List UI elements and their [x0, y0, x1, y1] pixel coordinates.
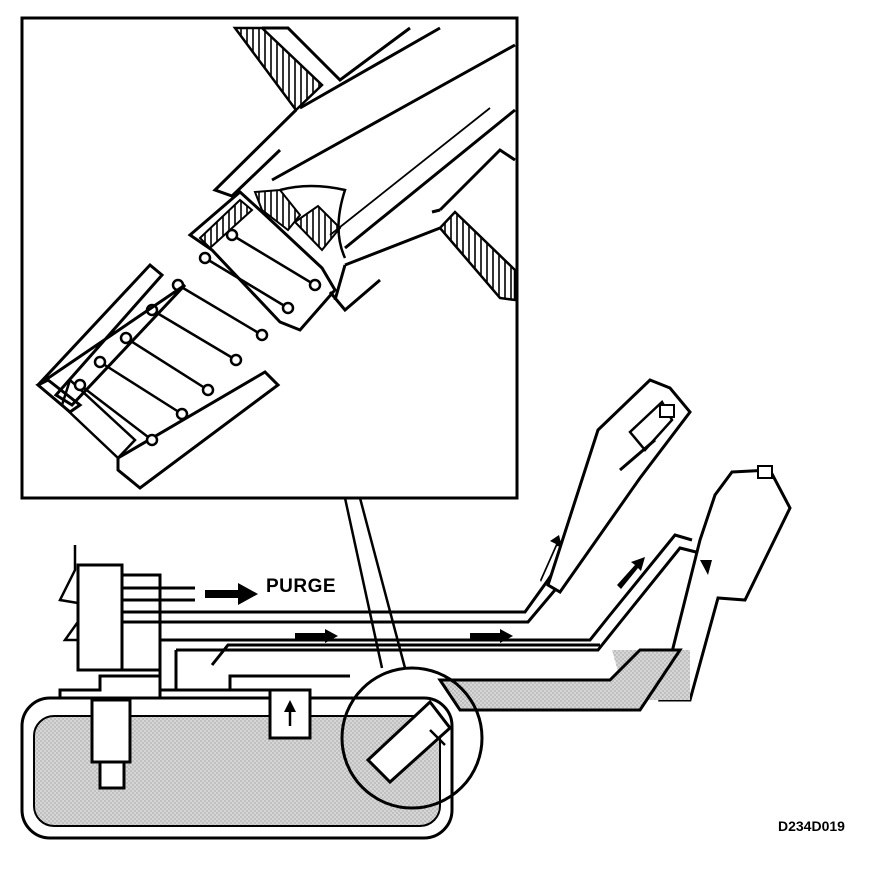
spring-lower: [73, 331, 215, 447]
tube-inner-line: [329, 107, 491, 236]
valve-cup-hatch: [198, 198, 254, 250]
filler-neck-tube: [658, 468, 792, 702]
nozzle-tip: [659, 404, 675, 418]
valve-cup: [187, 189, 337, 332]
check-valve-body: [365, 699, 453, 785]
fuel-tank: [20, 674, 454, 840]
refuel-nozzle: [546, 378, 692, 594]
detail-inset: [20, 16, 519, 500]
cutaway-hatch-1: [253, 188, 302, 232]
tube-wall-upper: [271, 43, 516, 182]
tank-fuel: [33, 715, 441, 827]
filler-cap: [757, 465, 773, 479]
filler-flow-arrow-icon: [700, 560, 712, 575]
fuel-pump: [90, 698, 132, 764]
fill-pipe: [437, 648, 683, 712]
valve-flow-arrow-icon: [284, 700, 296, 712]
check-valve-stem: [429, 729, 446, 746]
diagram-code: D234D019: [778, 818, 845, 834]
housing-outline-top: [262, 26, 411, 82]
branch-top: [438, 148, 516, 212]
tube-wall-lower: [344, 108, 516, 250]
magnifier-ring: [340, 666, 484, 810]
leader-line-right: [358, 497, 407, 669]
canister-block: [58, 545, 162, 672]
fuel-pump-base: [98, 760, 126, 790]
purge-label: PURGE: [266, 576, 337, 597]
cage-lower-rail: [116, 370, 281, 490]
cutaway-hatch-2: [293, 204, 342, 252]
branch-hatch: [438, 210, 517, 302]
flow-arrows: [295, 535, 645, 643]
detail-circle: [340, 666, 484, 810]
nozzle-band: [619, 438, 656, 472]
cutaway-break: [279, 184, 347, 259]
cage-side: [60, 377, 137, 460]
charcoal-canister: [76, 563, 124, 672]
purge-arrow-icon: [205, 583, 258, 605]
lower-body-edge: [333, 264, 347, 301]
housing-hatch-top: [232, 26, 324, 112]
canister-outlet: [120, 568, 162, 672]
branch-joint: [431, 208, 441, 214]
lower-body-lip: [328, 278, 381, 313]
housing-outline-left: [212, 108, 298, 198]
tank-top-line: [58, 674, 350, 698]
cage-upper-rail: [36, 262, 187, 407]
branch-lower-wall: [344, 226, 441, 267]
cage-corner: [35, 378, 83, 414]
body-wall-1: [299, 26, 441, 110]
leader-line-left: [343, 497, 384, 669]
